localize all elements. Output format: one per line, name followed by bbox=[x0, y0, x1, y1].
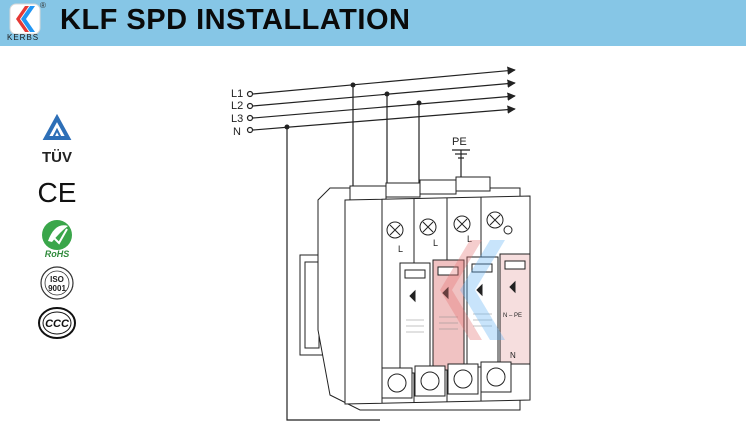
bottom-terminals bbox=[381, 361, 512, 399]
line-terminal-l1 bbox=[246, 90, 254, 98]
terminal-label-l2: L bbox=[433, 238, 438, 248]
brand-name: KERBS bbox=[7, 33, 40, 42]
wire-l3 bbox=[252, 92, 516, 119]
n-label: N bbox=[510, 351, 516, 360]
cartridge-1 bbox=[399, 262, 431, 374]
npe-label: N – PE bbox=[503, 313, 522, 319]
cartridge-4 bbox=[499, 253, 531, 365]
wire-l2 bbox=[252, 79, 516, 107]
rohs-label: RoHS bbox=[45, 249, 70, 259]
header-bar: ® KERBS KLF SPD INSTALLATION bbox=[0, 0, 746, 46]
iso-bottom-label: 9001 bbox=[48, 284, 66, 293]
wire-l1 bbox=[252, 66, 516, 95]
terminal-screws bbox=[386, 211, 504, 239]
cartridge-2 bbox=[432, 259, 465, 371]
terminal-label-l3: L bbox=[467, 234, 472, 244]
tuv-icon bbox=[42, 113, 72, 140]
terminal-label-l1: L bbox=[398, 244, 403, 254]
ce-label: CE bbox=[38, 177, 77, 208]
kerbs-logo-icon bbox=[9, 3, 41, 35]
rohs-icon bbox=[42, 220, 72, 250]
pe-label: PE bbox=[452, 136, 467, 148]
page-title: KLF SPD INSTALLATION bbox=[60, 4, 411, 36]
iso-icon bbox=[40, 266, 74, 300]
line-label-n: N bbox=[233, 126, 241, 138]
drop-n bbox=[286, 127, 380, 421]
line-terminal-n bbox=[246, 126, 254, 134]
certification-logos: TÜV CE RoHS ISO 9001 CCC bbox=[38, 113, 77, 339]
ccc-label: CCC bbox=[45, 318, 70, 330]
iso-top-label: ISO bbox=[50, 275, 64, 284]
line-label-l1: L1 bbox=[231, 88, 243, 100]
spd-cartridges bbox=[399, 253, 531, 374]
line-terminal-l3 bbox=[246, 114, 254, 122]
line-terminal-l2 bbox=[246, 102, 254, 110]
watermark-logo-icon bbox=[440, 240, 505, 340]
line-label-l3: L3 bbox=[231, 113, 243, 125]
line-label-l2: L2 bbox=[231, 100, 243, 112]
registered-mark: ® bbox=[40, 1, 46, 10]
cartridge-3 bbox=[466, 256, 499, 368]
wire-n bbox=[252, 105, 516, 131]
tuv-label: TÜV bbox=[42, 149, 72, 166]
ccc-icon bbox=[38, 307, 76, 339]
